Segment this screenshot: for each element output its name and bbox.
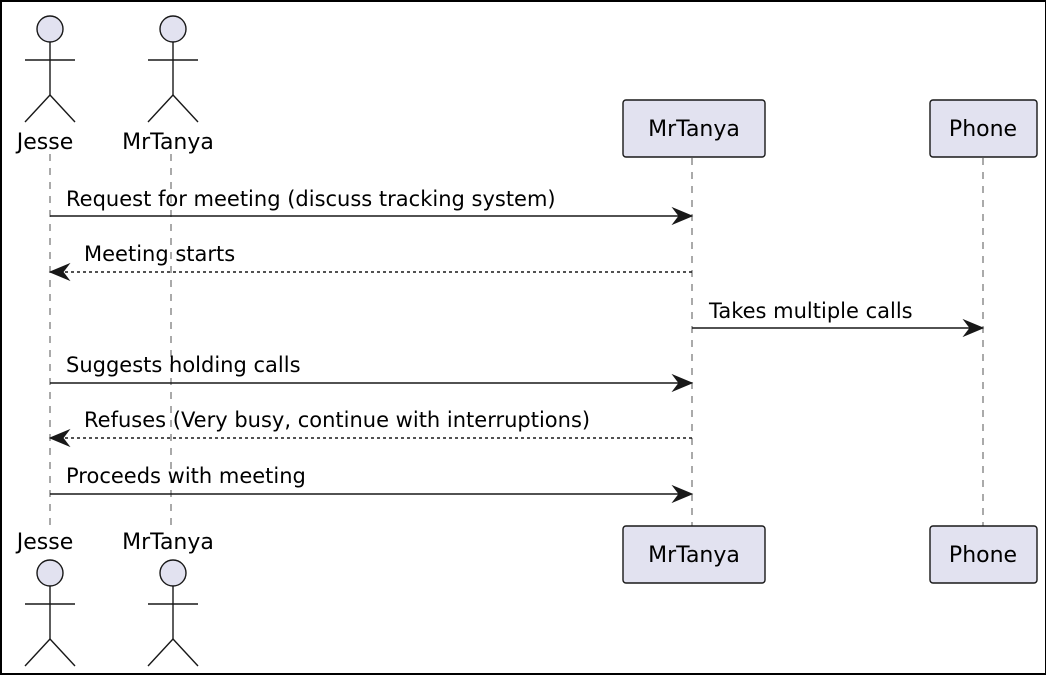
arrowhead [671,484,694,504]
actor-leg [172,638,199,667]
actor-head [36,15,64,43]
participant-box [622,99,766,158]
arrowhead [48,262,71,282]
message-suggests-holding: Suggests holding calls [50,353,694,393]
participant-phone-bottom: Phone [929,525,1038,584]
actor-mrtanya-top: MrTanya [122,15,214,155]
actor-leg [172,94,199,123]
message-request-meeting: Request for meeting (discuss tracking sy… [50,187,694,226]
message-proceeds: Proceeds with meeting [50,464,694,504]
participant-label-jesse: Jesse [15,530,73,555]
message-label: Proceeds with meeting [66,464,306,488]
participant-label-mrtanya-actor: MrTanya [122,530,214,555]
participant-box [622,525,766,584]
actor-leg [49,94,76,123]
participant-box [929,525,1038,584]
participant-label-mrtanya: MrTanya [648,117,740,142]
actor-leg [24,638,51,667]
participant-phone-top: Phone [929,99,1038,158]
actor-head [159,559,187,587]
actor-jesse-bottom: Jesse [15,530,76,667]
message-label: Takes multiple calls [708,299,913,323]
participant-label-jesse: Jesse [15,130,73,155]
actor-head [159,15,187,43]
message-label: Suggests holding calls [66,353,301,377]
actor-leg [24,94,51,123]
actor-leg [49,638,76,667]
participant-label-mrtanya: MrTanya [648,543,740,568]
arrowhead [962,318,985,338]
arrowhead [671,206,694,226]
participant-label-phone: Phone [949,117,1017,142]
message-label: Refuses (Very busy, continue with interr… [84,408,590,432]
participant-label-phone: Phone [949,543,1017,568]
message-refuses: Refuses (Very busy, continue with interr… [48,408,692,448]
message-label: Meeting starts [84,242,235,266]
participant-label-mrtanya-actor: MrTanya [122,130,214,155]
message-label: Request for meeting (discuss tracking sy… [66,187,556,211]
actor-leg [147,638,174,667]
message-takes-calls: Takes multiple calls [692,299,985,338]
participant-box [929,99,1038,158]
actor-jesse-top: Jesse [15,15,76,155]
actor-mrtanya-bottom: MrTanya [122,530,214,667]
arrowhead [671,373,694,393]
actor-leg [147,94,174,123]
participant-mrtanya-bottom: MrTanya [622,525,766,584]
actor-head [36,559,64,587]
message-meeting-starts: Meeting starts [48,242,692,282]
arrowhead [48,428,71,448]
participant-mrtanya-top: MrTanya [622,99,766,158]
